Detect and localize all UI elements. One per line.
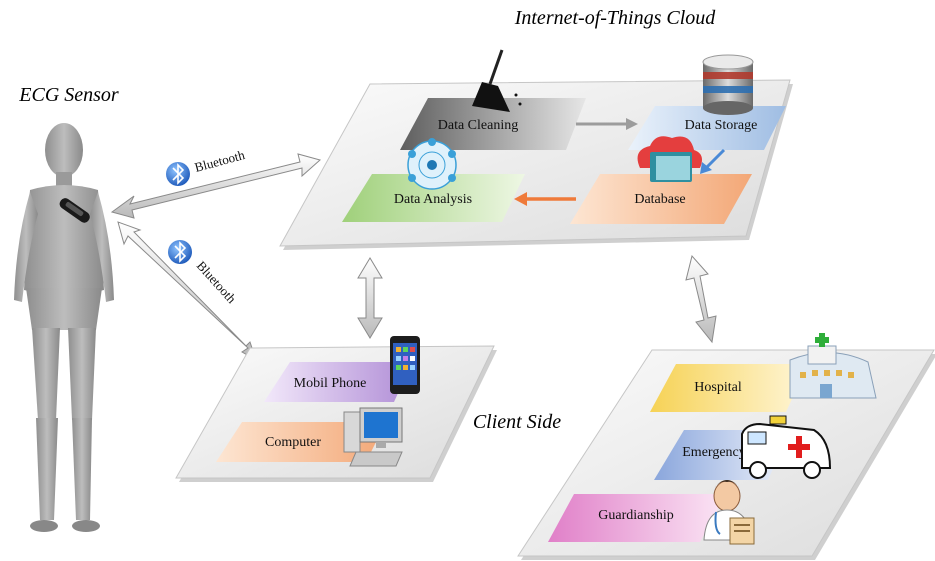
bluetooth-icon-bottom <box>168 240 192 264</box>
mobile-phone-block: Mobil Phone <box>264 362 412 402</box>
desktop-computer-icon <box>343 407 403 467</box>
mobile-phone-label: Mobil Phone <box>294 376 367 391</box>
bluetooth-icon-top <box>166 162 190 186</box>
doctor-icon <box>703 480 755 545</box>
cloud-client-connection-arrow <box>357 257 383 339</box>
broom-icon <box>472 49 522 112</box>
ambulance-icon <box>741 415 832 479</box>
data-analysis-block: Data Analysis <box>342 174 525 222</box>
data-storage-label: Data Storage <box>685 118 758 133</box>
data-analysis-label: Data Analysis <box>394 192 472 207</box>
client-side-title: Client Side <box>473 411 561 433</box>
smartphone-icon <box>390 336 420 394</box>
hospital-building-icon <box>789 333 877 399</box>
guardianship-label: Guardianship <box>598 508 673 523</box>
ecg-sensor-device <box>59 198 90 223</box>
database-label: Database <box>634 192 685 207</box>
bluetooth-link-to-cloud <box>110 153 322 219</box>
database-block: Database <box>570 174 752 224</box>
hospital-label: Hospital <box>694 380 742 395</box>
data-cleaning-label: Data Cleaning <box>438 118 518 133</box>
human-figure <box>14 123 114 532</box>
emergency-label: Emergency <box>682 445 746 460</box>
hospital-block: Hospital <box>650 364 808 412</box>
database-server-icon <box>702 54 754 115</box>
iot-cloud-title: Internet-of-Things Cloud <box>514 7 717 29</box>
network-globe-icon <box>407 138 457 190</box>
flow-arrow-database-to-analysis <box>514 192 576 206</box>
flow-arrow-cleaning-to-storage <box>576 118 638 130</box>
cloud-folder-icon <box>637 136 702 182</box>
flow-arrow-storage-to-database <box>700 148 726 174</box>
bluetooth-label-top: Bluetooth <box>193 147 247 175</box>
ecg-sensor-title: ECG Sensor <box>18 84 119 106</box>
computer-label: Computer <box>265 435 321 450</box>
data-cleaning-block: Data Cleaning <box>400 98 586 150</box>
guardianship-block: Guardianship <box>548 494 726 542</box>
cloud-services-connection-arrow <box>685 254 717 344</box>
